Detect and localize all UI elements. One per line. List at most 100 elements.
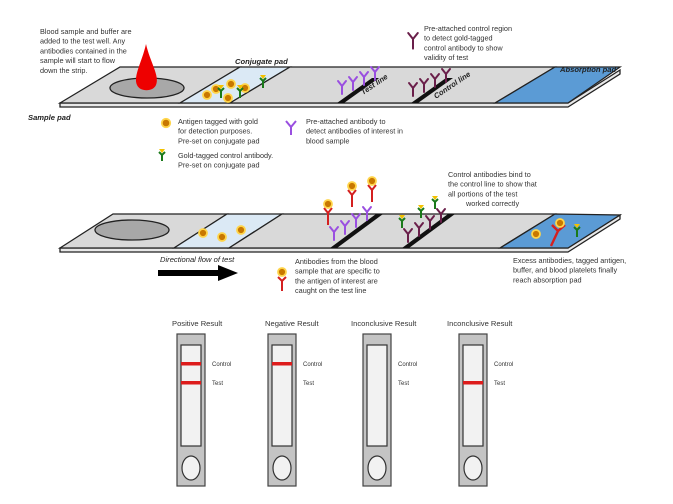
text-line: Gold-tagged control antibody. — [178, 151, 273, 160]
absorption-pad — [492, 66, 623, 104]
blood-drop-icon — [135, 44, 157, 91]
sample-well — [181, 455, 201, 481]
result-window — [271, 344, 293, 447]
control-label: Control — [303, 362, 322, 368]
gold-antigen-icon — [226, 79, 236, 89]
test-antibody-icon — [337, 80, 347, 95]
test-antibody-icon — [362, 206, 372, 221]
control-line-antibody-icon — [403, 228, 413, 243]
control-label: Control — [494, 362, 513, 368]
control-line-mark — [272, 362, 292, 366]
result-title: Positive Result — [172, 319, 223, 328]
test-antibody-icon — [370, 66, 380, 81]
control-line-antibody-icon — [430, 73, 440, 88]
result-title: Inconclusive Result — [447, 319, 513, 328]
gold-tagged-control-antibody-icon — [417, 205, 425, 218]
control-line-antibody-icon — [419, 78, 429, 93]
test-antibody-icon — [340, 220, 350, 235]
control-line-antibody-icon — [441, 68, 451, 83]
test-label: Test — [303, 381, 314, 387]
text-line: worked correctly — [465, 199, 519, 208]
gold-antigen-icon — [236, 225, 246, 235]
gold-tagged-control-antibody-icon — [398, 215, 406, 228]
test-line — [337, 78, 379, 103]
test-line — [330, 214, 383, 248]
gold-antigen-icon — [202, 90, 212, 100]
control-region-legend-icon — [407, 32, 419, 50]
text-line: blood sample — [306, 136, 349, 145]
flow-label: Directional flow of test — [160, 255, 235, 264]
gold-antigen-icon — [198, 228, 208, 238]
membrane — [226, 213, 558, 249]
text-line: antibodies contained in the — [40, 46, 127, 55]
text-line: detect antibodies of interest in — [306, 127, 403, 136]
gold-antigen-icon — [223, 93, 233, 103]
text-line: to detect gold-tagged — [424, 34, 493, 43]
caught-antibody-legend-icon — [277, 267, 287, 291]
test-line-mark — [181, 381, 201, 385]
gold-tagged-control-antibody-icon — [431, 196, 439, 209]
test-label: Test — [398, 381, 409, 387]
result-window — [462, 344, 484, 447]
result-window — [366, 344, 388, 447]
text-line: for detection purposes. — [178, 127, 252, 136]
text-line: down the strip. — [40, 66, 87, 75]
control-antibody-legend-icon — [158, 149, 166, 161]
caught-antibody-icon — [367, 184, 377, 202]
text-line: Control antibodies bind to — [448, 170, 531, 179]
bottom-strip — [57, 213, 623, 253]
sample-well — [272, 455, 292, 481]
text-line: buffer, and blood platelets finally — [513, 266, 617, 275]
sample-well — [367, 455, 387, 481]
test-label: Test — [494, 381, 505, 387]
control-label: Control — [398, 362, 417, 368]
gold-antigen-icon — [240, 83, 250, 93]
text-line: Blood sample and buffer are — [40, 27, 132, 36]
text-line: the control line to show that — [448, 180, 537, 189]
text-line: caught on the test line — [295, 286, 366, 295]
conjugate-particles — [202, 75, 267, 103]
sample-pad-label: Sample pad — [28, 113, 71, 122]
gold-tagged-control-antibody-icon — [236, 85, 244, 98]
text-line: sample that are specific to — [295, 267, 380, 276]
test-antibody-icon — [348, 76, 358, 91]
gold-antigen-icon — [531, 229, 541, 239]
gold-antigen-icon — [555, 218, 565, 228]
test-antibody-icon — [329, 226, 339, 241]
test-antibody-legend-icon — [285, 120, 297, 135]
result-title: Negative Result — [265, 319, 319, 328]
flow-arrow-icon — [158, 265, 238, 281]
test-line-mark — [463, 381, 483, 385]
legend-control-antibody-text: Gold-tagged control antibody.Pre-set on … — [178, 151, 273, 170]
control-line-mark — [181, 362, 201, 366]
bottom-particles — [198, 218, 581, 247]
control-line — [411, 78, 453, 103]
gold-tagged-control-antibody-icon — [259, 75, 267, 88]
text-line: Pre-set on conjugate pad — [178, 161, 260, 170]
text-line: the antigen of interest are — [295, 276, 378, 285]
text-line: added to the test well. Any — [40, 37, 126, 46]
gold-antigen-icon — [323, 199, 333, 209]
test-antibody-icon — [351, 213, 361, 228]
excess-note: Excess antibodies, tagged antigen,buffer… — [513, 256, 626, 284]
test-well — [94, 219, 170, 241]
text-line: all portions of the test — [448, 189, 517, 198]
top-strip — [57, 66, 623, 108]
text-line: validity of test — [424, 53, 468, 62]
gold-tagged-control-antibody-icon — [217, 85, 225, 98]
sample-well — [463, 455, 483, 481]
result-window — [180, 344, 202, 447]
gold-antigen-icon — [217, 232, 227, 242]
